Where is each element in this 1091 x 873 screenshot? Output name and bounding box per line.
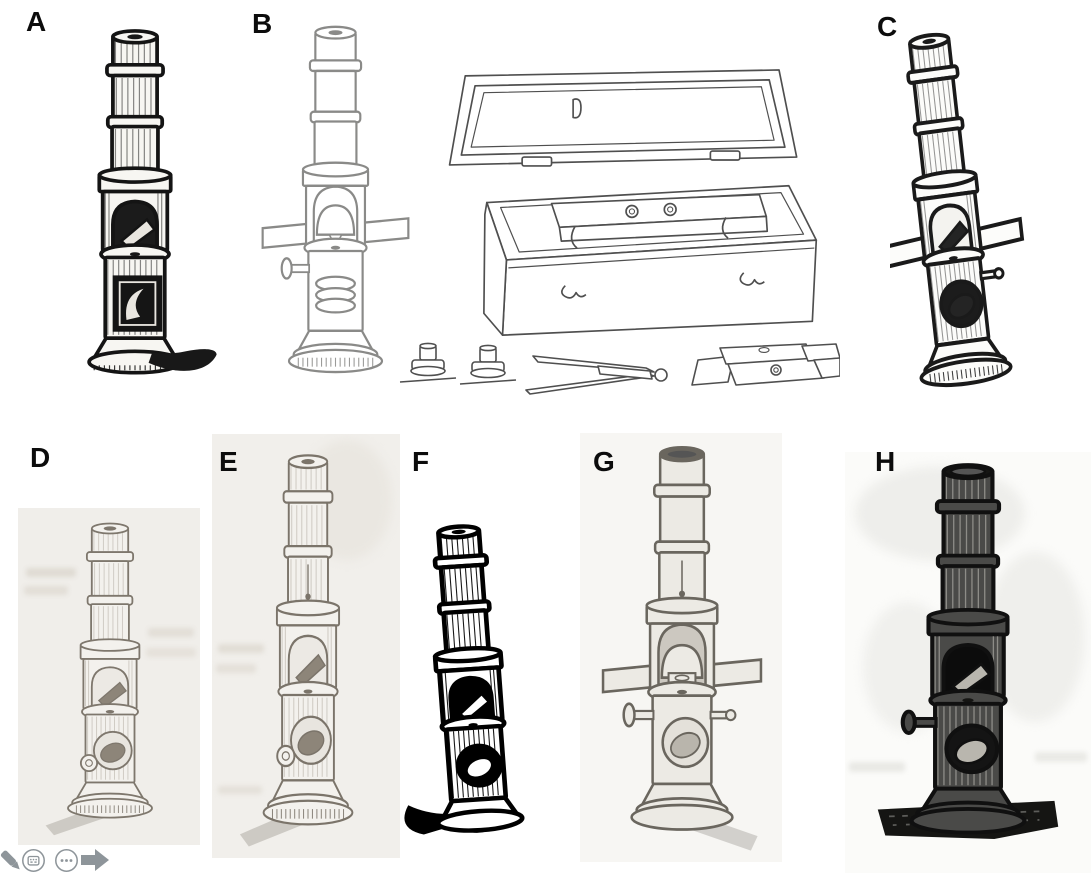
presentation-toolbar	[0, 843, 120, 873]
accessories-illustration	[398, 338, 840, 402]
microscope-engraving-b	[258, 18, 413, 396]
microscope-engraving-a	[50, 22, 220, 404]
panel-f-label: F	[412, 446, 430, 477]
panel-e-label: E	[219, 446, 238, 477]
microscope-engraving-e	[234, 446, 382, 850]
panel-a-label: A	[26, 6, 47, 37]
microscope-engraving-h	[874, 456, 1062, 858]
next-arrow-icon[interactable]	[80, 848, 110, 872]
panel-h-label: H	[875, 446, 896, 477]
microscope-engraving-g	[598, 438, 766, 856]
subtitles-icon[interactable]	[21, 848, 46, 873]
microscope-engraving-d	[40, 516, 180, 838]
more-options-icon[interactable]	[54, 848, 79, 873]
panel-d-label: D	[30, 442, 51, 473]
storage-case-illustration	[428, 66, 830, 348]
panel-b-label: B	[252, 8, 273, 39]
panel-c-label: C	[877, 11, 898, 42]
panel-g-label: G	[593, 446, 615, 477]
microscope-engraving-c	[890, 24, 1040, 408]
pen-icon[interactable]	[0, 847, 27, 873]
microscope-engraving-f	[402, 518, 558, 858]
